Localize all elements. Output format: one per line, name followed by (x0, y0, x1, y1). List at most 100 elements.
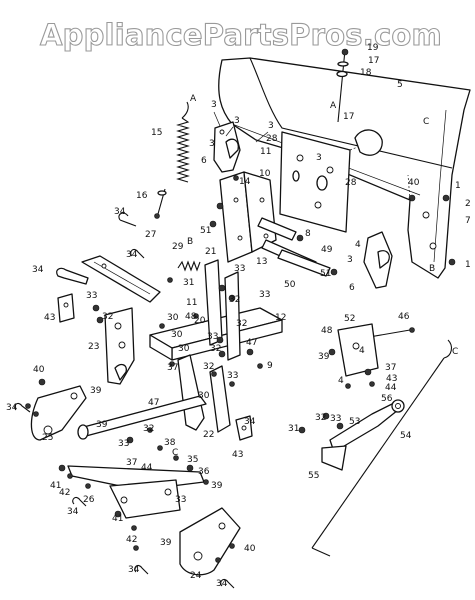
callout-c-4a: 4 (355, 240, 361, 250)
callout-c-33g: 33 (175, 495, 186, 505)
callout-c-32f: 32 (143, 424, 154, 434)
callout-c-16: 16 (136, 191, 148, 201)
blade-top-hardware (336, 48, 349, 123)
callout-c-33d: 33 (207, 332, 218, 342)
callout-c-34b: 34 (126, 250, 138, 260)
center-arms (177, 259, 241, 433)
callout-c-30c: 30 (178, 344, 190, 354)
callout-c-32d: 32 (210, 344, 221, 354)
callout-c-33a: 33 (234, 264, 245, 274)
callout-c-1a: 1 (455, 181, 461, 191)
callout-c-4b: 4 (359, 346, 365, 356)
callout-c-34f: 34 (67, 507, 79, 517)
callout-c-8: 8 (305, 229, 311, 239)
callout-c-44: 44 (141, 463, 153, 473)
callout-c-32g: 32 (315, 413, 326, 423)
callout-c-33h: 33 (330, 414, 341, 424)
callout-c-4c: 4 (338, 376, 344, 386)
callout-c-17b: 17 (343, 112, 354, 122)
lower-arm (67, 465, 205, 519)
callout-c-33b: 33 (259, 290, 270, 300)
callout-c-21: 21 (205, 247, 216, 257)
callout-c-24: 24 (190, 571, 202, 581)
callout-c-51a: 51 (200, 226, 211, 236)
callout-c-2: 2 (465, 199, 471, 209)
callout-c-5: 5 (397, 80, 403, 90)
callout-c-3f: 3 (347, 255, 353, 265)
callout-c-13: 13 (256, 257, 267, 267)
callout-c-40c: 40 (244, 544, 256, 554)
callout-c-27: 27 (145, 230, 156, 240)
callout-c-38: 38 (164, 438, 176, 448)
callout-c-33c: 33 (86, 291, 97, 301)
callout-c-34c: 34 (32, 265, 44, 275)
callout-c-25: 25 (42, 433, 53, 443)
callout-c-39a: 39 (90, 386, 102, 396)
callout-c-10: 10 (259, 169, 271, 179)
bottom-plate (179, 507, 241, 576)
pivot-bracket-right (363, 231, 393, 289)
callout-c-48a: 48 (185, 312, 197, 322)
callout-c-39e: 39 (318, 352, 330, 362)
callout-c-56: 56 (381, 394, 393, 404)
callout-c-A1: A (330, 101, 337, 111)
callout-c-39b: 39 (96, 420, 108, 430)
callout-c-11a: 11 (260, 147, 271, 157)
callout-c-30b: 30 (171, 330, 183, 340)
callout-c-20: 20 (194, 316, 206, 326)
callout-c-A2: A (190, 94, 197, 104)
callout-c-3a: 3 (211, 100, 217, 110)
callout-c-C3: C (452, 347, 458, 357)
watermark-text: AppliancePartsPros.com (40, 18, 442, 52)
callout-c-54: 54 (400, 431, 412, 441)
callout-c-43c: 43 (386, 374, 397, 384)
lift-arm (321, 399, 405, 471)
callout-c-17a: 17 (368, 56, 379, 66)
callout-c-29: 29 (172, 242, 184, 252)
callout-c-49: 49 (321, 245, 333, 255)
leader-lines (213, 111, 411, 201)
callout-c-30d: 30 (198, 391, 210, 401)
callout-c-37c: 37 (385, 363, 396, 373)
pivot-bracket-left (213, 121, 241, 173)
callout-c-C2: C (172, 448, 178, 458)
callout-c-44b: 44 (385, 383, 397, 393)
callout-c-33f: 33 (118, 439, 129, 449)
callout-c-3d: 3 (209, 139, 215, 149)
callout-c-42a: 42 (59, 488, 70, 498)
callout-c-34h: 34 (216, 579, 228, 589)
callout-c-28b: 28 (345, 178, 357, 188)
callout-c-6a: 6 (201, 156, 207, 166)
callout-c-55: 55 (308, 471, 319, 481)
lever-left (30, 385, 87, 441)
callout-c-41b: 41 (112, 514, 123, 524)
callout-c-31b: 31 (288, 424, 299, 434)
callout-c-1b: 1 (465, 260, 471, 270)
callout-c-15: 15 (151, 128, 162, 138)
callout-c-28a: 28 (266, 134, 278, 144)
callout-c-23: 23 (88, 342, 99, 352)
callout-c-19: 19 (367, 43, 379, 53)
callout-c-53: 53 (349, 417, 360, 427)
callout-c-36: 36 (198, 467, 210, 477)
callout-c-32b: 32 (102, 312, 113, 322)
callout-c-51b: 51 (320, 269, 331, 279)
callout-c-22: 22 (203, 430, 214, 440)
a-frame-upright (219, 171, 277, 263)
angled-link (81, 255, 161, 303)
clip-parts (14, 248, 253, 589)
callout-c-12: 12 (275, 313, 286, 323)
callout-c-26: 26 (83, 495, 95, 505)
pin-34-left (56, 212, 137, 285)
callout-c-47b: 47 (148, 398, 159, 408)
callout-c-C1: C (423, 117, 429, 127)
small-spring (177, 260, 201, 272)
callout-c-39d: 39 (160, 538, 172, 548)
callout-c-11b: 11 (186, 298, 197, 308)
callout-c-7: 7 (465, 216, 471, 226)
hardware-bolts (25, 175, 456, 563)
lift-rod (311, 339, 453, 557)
callout-c-40a: 40 (408, 178, 420, 188)
